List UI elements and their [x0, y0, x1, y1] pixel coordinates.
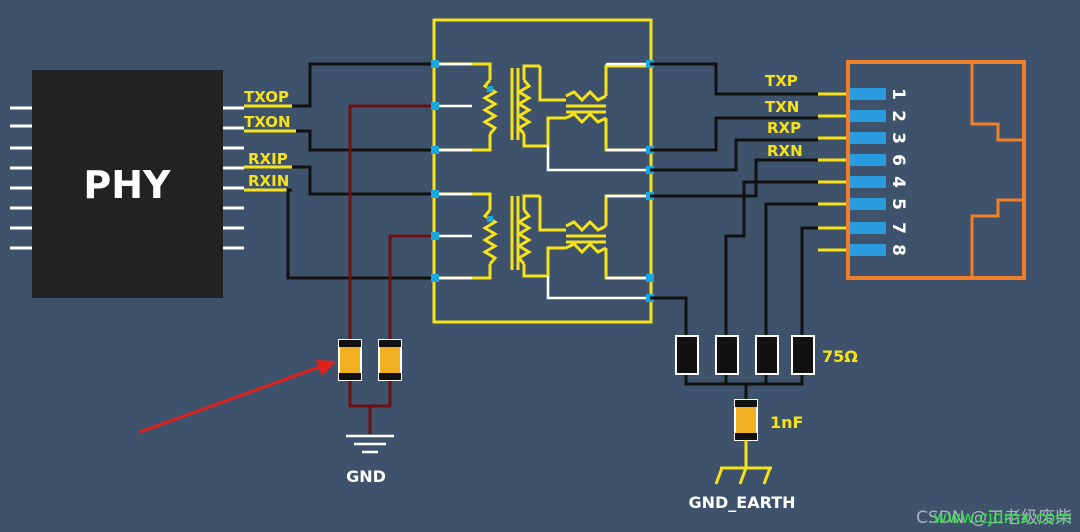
earth-ground-symbol — [714, 440, 772, 485]
rj45-label-rxp: RXP — [767, 119, 801, 137]
gnd-earth-label: GND_EARTH — [688, 493, 795, 512]
pin-number: 3 — [888, 132, 908, 144]
centertap-ground-wires — [348, 104, 436, 434]
pin-number: 2 — [888, 110, 908, 122]
junction-dots — [431, 60, 654, 302]
signal-rxip: RXIP — [248, 150, 288, 168]
watermark-csdn: CSDN @工老级废柴 — [916, 508, 1072, 528]
capacitor-value-label: 1nF — [770, 413, 803, 432]
termination-resistors — [675, 335, 815, 375]
highlight-arrow — [139, 360, 336, 434]
rj45-latch-bottom — [970, 198, 1022, 278]
phy-signal-lines — [244, 104, 296, 192]
pin-number: 7 — [888, 222, 908, 234]
rj45-pins — [850, 88, 886, 256]
phy-chip — [32, 70, 223, 298]
phy-label: PHY — [83, 163, 171, 207]
phy-pins — [10, 106, 244, 250]
pin-number: 8 — [888, 244, 908, 256]
magnetics-internal-wires — [436, 62, 650, 300]
pin-number: 4 — [888, 176, 908, 188]
rj45-label-rxn: RXN — [767, 142, 803, 160]
rj45-latch-top — [970, 62, 1022, 142]
rj45-label-txn: TXN — [765, 98, 799, 116]
pin-number: 6 — [888, 154, 908, 166]
pin-number: 1 — [888, 88, 908, 100]
signal-rxin: RXIN — [248, 172, 289, 190]
pin-number: 5 — [888, 198, 908, 210]
rj45-connector — [846, 60, 1026, 280]
signal-txon: TXON — [244, 113, 291, 131]
rj45-pin-numbers: 1 2 3 6 4 5 7 8 — [888, 88, 908, 256]
centertap-capacitors — [338, 339, 402, 381]
transformer-bottom — [436, 192, 648, 280]
watermark-overlay: www.cjdmx.com — [933, 508, 1072, 528]
bob-smith-capacitor — [734, 399, 758, 441]
rj45-label-txp: TXP — [765, 72, 798, 90]
gnd-symbol — [346, 434, 394, 454]
gnd-label: GND — [346, 467, 386, 486]
magnetics-to-rj45-wires — [650, 62, 818, 402]
signal-txop: TXOP — [244, 88, 289, 106]
phy-to-magnetics-wires — [286, 62, 436, 280]
resistor-value-label: 75Ω — [822, 347, 858, 366]
rj45-lead-stubs — [818, 92, 850, 252]
